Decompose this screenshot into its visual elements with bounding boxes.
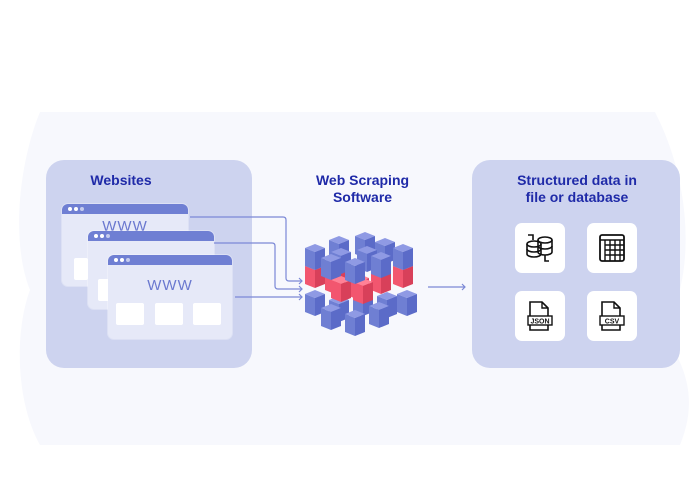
content-block bbox=[116, 303, 144, 325]
window-dot-icon bbox=[68, 207, 72, 211]
spreadsheet-tile bbox=[587, 223, 637, 273]
window-dot-icon bbox=[106, 234, 110, 238]
json-label: JSON bbox=[530, 319, 549, 326]
content-block bbox=[155, 303, 183, 325]
browser-titlebar bbox=[62, 204, 188, 214]
software-title: Web Scraping Software bbox=[295, 172, 430, 206]
window-dot-icon bbox=[94, 234, 98, 238]
browser-www-label: WWW bbox=[102, 218, 148, 235]
window-dot-icon bbox=[100, 234, 104, 238]
database-tile bbox=[515, 223, 565, 273]
csv-file-icon: CSV bbox=[599, 301, 625, 331]
browser-titlebar bbox=[108, 255, 232, 265]
structured-title-line1: Structured data in bbox=[517, 172, 637, 188]
csv-file-tile: CSV bbox=[587, 291, 637, 341]
content-block bbox=[74, 258, 88, 280]
browser-titlebar bbox=[88, 231, 214, 241]
database-icon bbox=[526, 234, 553, 262]
websites-title: Websites bbox=[90, 172, 152, 188]
connector-line-2 bbox=[214, 242, 302, 290]
arrowhead-3 bbox=[298, 293, 303, 301]
window-dot-icon bbox=[126, 258, 130, 262]
structured-title-line2: file or database bbox=[525, 189, 629, 205]
csv-label: CSV bbox=[605, 319, 620, 326]
output-arrow bbox=[428, 283, 466, 291]
arrowhead-1 bbox=[298, 277, 303, 285]
json-file-icon: JSON bbox=[527, 301, 553, 331]
scraper-cube-icon bbox=[305, 232, 417, 336]
structured-data-panel bbox=[472, 160, 680, 368]
connector-line-1 bbox=[190, 216, 302, 282]
window-dot-icon bbox=[80, 207, 84, 211]
window-dot-icon bbox=[114, 258, 118, 262]
content-block bbox=[193, 303, 221, 325]
software-title-line2: Software bbox=[332, 189, 393, 205]
json-file-tile: JSON bbox=[515, 291, 565, 341]
arrowhead-2 bbox=[298, 285, 303, 293]
software-title-line1: Web Scraping bbox=[315, 172, 410, 188]
browser-window-3: WWW bbox=[108, 255, 232, 339]
spreadsheet-icon bbox=[599, 234, 625, 262]
structured-data-title: Structured data in file or database bbox=[487, 172, 667, 206]
window-dot-icon bbox=[74, 207, 78, 211]
browser-www-label: WWW bbox=[147, 277, 193, 294]
window-dot-icon bbox=[120, 258, 124, 262]
